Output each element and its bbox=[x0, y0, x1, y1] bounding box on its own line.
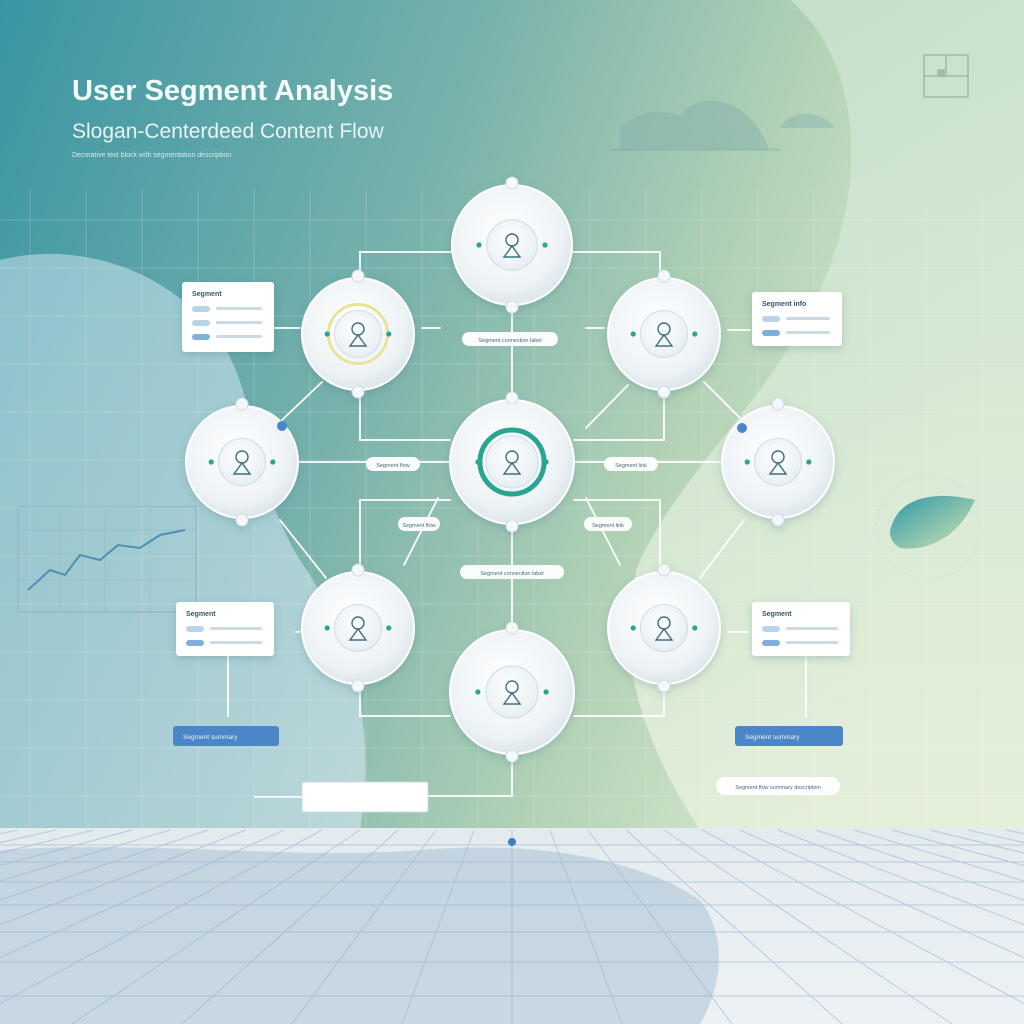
floor-marker bbox=[508, 838, 516, 846]
status-dot bbox=[277, 421, 287, 431]
info-card-heading: Segment bbox=[192, 291, 222, 298]
person-icon bbox=[502, 680, 522, 705]
window-icon bbox=[923, 54, 969, 98]
node-port-dot bbox=[542, 242, 548, 248]
node-port-dot bbox=[806, 459, 812, 465]
page-title: User Segment Analysis bbox=[72, 75, 393, 107]
segment-node-lower-left[interactable] bbox=[301, 563, 415, 693]
info-card[interactable]: Segment bbox=[752, 602, 850, 656]
node-port-dot bbox=[475, 689, 481, 695]
background-left-blob bbox=[0, 253, 366, 831]
node-port-dot bbox=[475, 459, 481, 465]
segment-node-center[interactable] bbox=[449, 391, 575, 533]
floor-shadow bbox=[0, 847, 719, 1024]
fine-print: Decorative text block with segmentation … bbox=[72, 152, 231, 159]
svg-text:Segment flow: Segment flow bbox=[376, 463, 409, 469]
svg-text:Segment connection label: Segment connection label bbox=[478, 338, 541, 344]
person-icon bbox=[502, 450, 522, 475]
segment-node-top[interactable] bbox=[451, 176, 573, 314]
node-port-dot bbox=[270, 459, 276, 465]
info-card[interactable]: Segment bbox=[182, 282, 274, 352]
svg-text:Segment summary: Segment summary bbox=[745, 734, 800, 741]
node-port-dot bbox=[208, 459, 214, 465]
footer-note-box bbox=[254, 781, 429, 813]
svg-text:Segment link: Segment link bbox=[615, 463, 647, 469]
person-icon bbox=[654, 616, 674, 641]
info-card[interactable]: Segment info bbox=[752, 292, 842, 346]
person-icon bbox=[654, 322, 674, 347]
node-port-dot bbox=[386, 331, 392, 337]
node-port-dot bbox=[543, 689, 549, 695]
person-icon bbox=[232, 450, 252, 475]
summary-badge[interactable]: Segment summary bbox=[173, 726, 279, 746]
connector-label: Segment flow bbox=[398, 517, 440, 531]
node-port-dot bbox=[692, 625, 698, 631]
svg-text:Segment connection label: Segment connection label bbox=[480, 571, 543, 577]
person-icon bbox=[502, 233, 522, 258]
line-chart-icon bbox=[17, 506, 197, 613]
segment-node-left[interactable] bbox=[185, 397, 299, 527]
page-subtitle: Slogan-Centerdeed Content Flow bbox=[72, 120, 385, 143]
node-port-dot bbox=[543, 459, 549, 465]
background-grid bbox=[0, 190, 1024, 830]
connector-label: Segment link bbox=[584, 517, 632, 531]
connector-label: Segment connection label bbox=[460, 565, 564, 579]
person-icon bbox=[768, 450, 788, 475]
pie-chart-icon bbox=[875, 474, 981, 580]
svg-text:Segment link: Segment link bbox=[592, 523, 624, 529]
node-port-dot bbox=[386, 625, 392, 631]
segment-node-bottom[interactable] bbox=[449, 621, 575, 763]
node-port-dot bbox=[476, 242, 482, 248]
info-card-heading: Segment bbox=[762, 611, 792, 618]
connector-label: Segment connection label bbox=[462, 332, 558, 346]
background-right-blob bbox=[628, 0, 1024, 830]
summary-badge[interactable]: Segment summary bbox=[735, 726, 843, 746]
node-port-dot bbox=[692, 331, 698, 337]
node-port-dot bbox=[324, 625, 330, 631]
segment-node-right[interactable] bbox=[721, 397, 835, 527]
segment-node-upper-left[interactable] bbox=[301, 269, 415, 399]
person-icon bbox=[348, 322, 368, 347]
node-port-dot bbox=[630, 625, 636, 631]
connector-label: Segment link bbox=[604, 457, 658, 471]
footer-note: Segment flow summary description bbox=[716, 777, 840, 795]
node-port-dot bbox=[744, 459, 750, 465]
svg-text:Segment summary: Segment summary bbox=[183, 734, 238, 741]
info-card[interactable]: Segment bbox=[176, 602, 274, 656]
status-dot bbox=[737, 423, 747, 433]
segment-nodes bbox=[185, 176, 835, 763]
node-port-dot bbox=[324, 331, 330, 337]
segment-node-upper-right[interactable] bbox=[607, 269, 721, 399]
connector-label: Segment flow bbox=[366, 457, 420, 471]
info-card-heading: Segment info bbox=[762, 301, 806, 308]
node-port-dot bbox=[630, 331, 636, 337]
person-icon bbox=[348, 616, 368, 641]
connector-lines bbox=[227, 251, 807, 797]
svg-text:Segment flow: Segment flow bbox=[402, 523, 435, 529]
info-card-heading: Segment bbox=[186, 611, 216, 618]
cloud-icon bbox=[610, 100, 835, 151]
svg-text:Segment flow summary descripti: Segment flow summary description bbox=[735, 785, 821, 791]
segment-node-lower-right[interactable] bbox=[607, 563, 721, 693]
